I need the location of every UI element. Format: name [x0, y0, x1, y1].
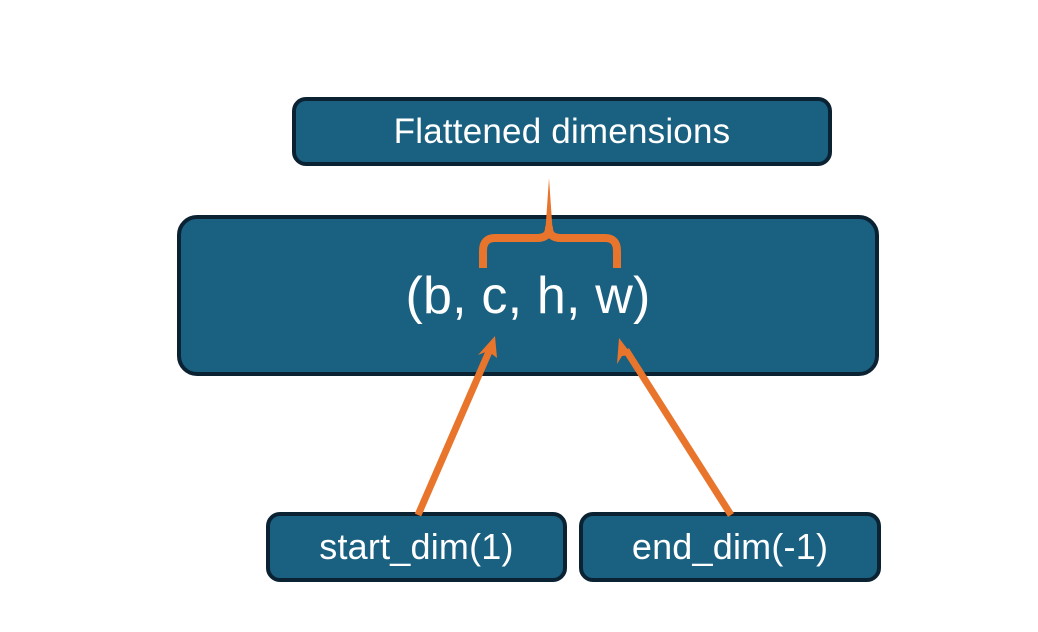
start-dim-label: start_dim(1): [319, 526, 514, 567]
flattened-dimensions-label: Flattened dimensions: [393, 112, 731, 151]
start-dim-box: start_dim(1): [266, 512, 567, 582]
end-dim-label: end_dim(-1): [631, 526, 829, 567]
flattened-dimensions-box: Flattened dimensions: [292, 97, 832, 166]
tensor-shape-box: (b, c, h, w): [177, 215, 879, 376]
tensor-shape-label: (b, c, h, w): [405, 266, 651, 325]
end-dim-box: end_dim(-1): [579, 512, 881, 582]
